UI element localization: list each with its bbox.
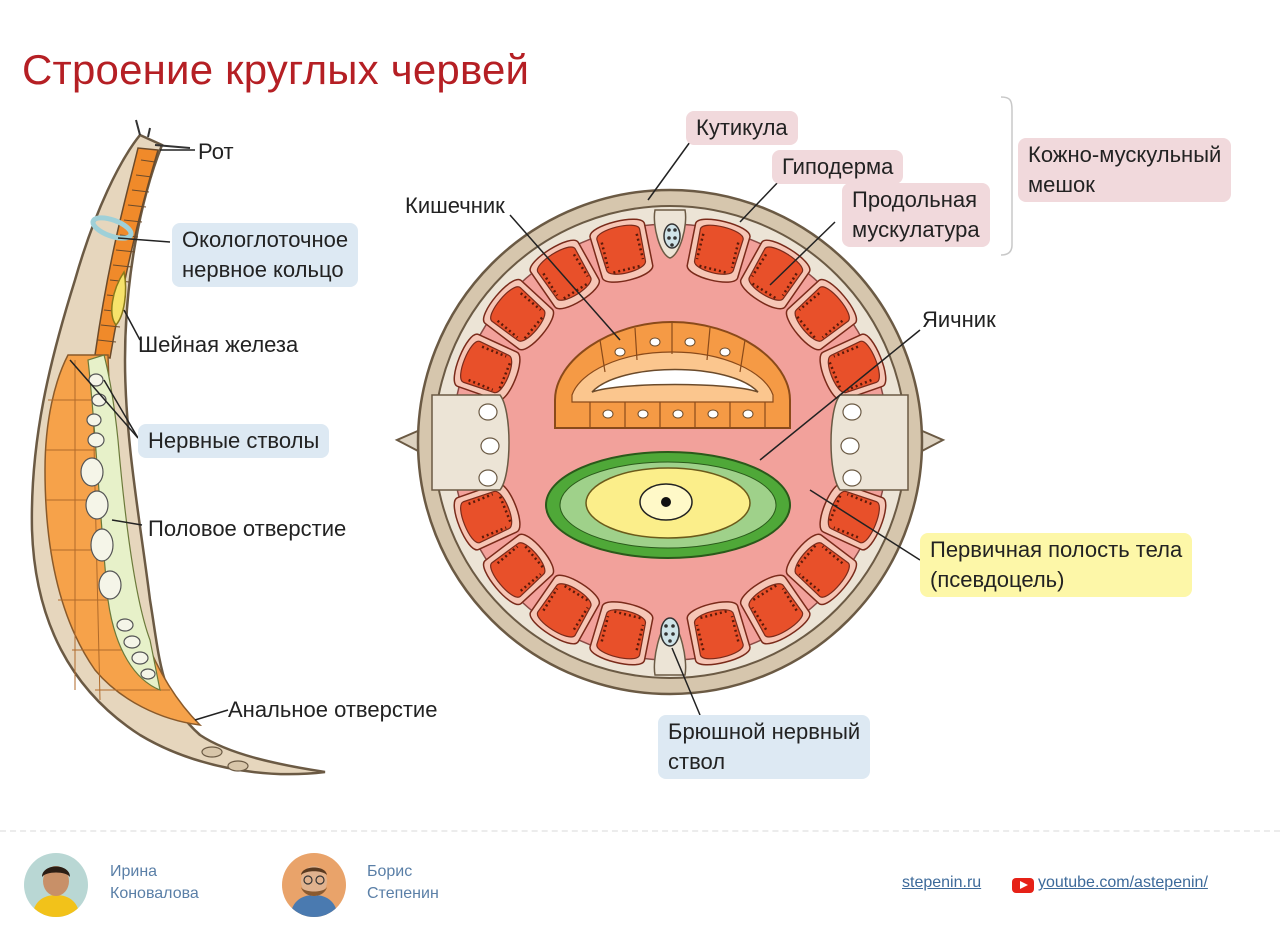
muscle-cell [785, 533, 858, 606]
worm-longitudinal [30, 119, 326, 776]
author-boris: Борис Степенин [367, 861, 439, 905]
label-skin-muscle-sac-line2: мешок [1028, 172, 1095, 197]
label-genital-opening: Половое отверстие [148, 516, 347, 541]
label-skin-muscle-sac: Кожно-мускульный мешок [1018, 138, 1232, 202]
muscle-cell [740, 239, 811, 310]
ovary [545, 451, 791, 559]
author-boris-last: Степенин [367, 885, 439, 902]
label-neck-gland: Шейная железа [138, 332, 299, 357]
muscle-cell [686, 601, 751, 666]
label-anal-opening: Анальное отверстие [228, 697, 438, 722]
footer-divider [0, 830, 1280, 832]
label-nerve-ring: Окологлоточное нервное кольцо [172, 223, 359, 287]
label-ventral-nerve-line2: ствол [668, 749, 726, 774]
youtube-icon[interactable] [1012, 878, 1034, 893]
label-body-cavity-line1: Первичная полость тела [930, 537, 1183, 562]
label-nerve-trunks: Нервные стволы [138, 424, 330, 458]
label-ventral-nerve-line1: Брюшной нервный [668, 719, 861, 744]
avatar-boris [282, 853, 346, 917]
label-ovary: Яичник [922, 307, 996, 332]
label-longitudinal-muscle: Продольная мускулатура [842, 183, 990, 247]
label-cuticle: Кутикула [686, 111, 798, 145]
label-body-cavity-line2: (псевдоцель) [930, 567, 1065, 592]
label-longitudinal-muscle-line2: мускулатура [852, 217, 980, 242]
worm-cross-section [394, 96, 1013, 716]
label-mouth: Рот [198, 139, 234, 164]
muscle-cell [453, 483, 521, 551]
label-ventral-nerve: Брюшной нервный ствол [658, 715, 871, 779]
site-link[interactable]: stepenin.ru [902, 874, 982, 891]
muscle-cell [589, 218, 654, 283]
muscle-cell [785, 278, 858, 351]
muscle-cell [482, 278, 555, 351]
muscle-cell [686, 218, 751, 283]
youtube-link[interactable]: youtube.com/astepenin/ [1038, 874, 1208, 891]
author-irina-last: Коновалова [110, 885, 199, 902]
author-irina-first: Ирина [110, 863, 158, 880]
label-longitudinal-muscle-line1: Продольная [852, 187, 977, 212]
dorsal-nerve [653, 209, 687, 259]
muscle-cell [529, 574, 600, 645]
muscle-cells [453, 218, 887, 666]
author-irina: Ирина Коновалова [110, 861, 199, 905]
label-intestine: Кишечник [405, 193, 505, 218]
label-skin-muscle-sac-line1: Кожно-мускульный [1028, 142, 1222, 167]
label-body-cavity: Первичная полость тела (псевдоцель) [920, 533, 1193, 597]
avatar-irina [24, 853, 88, 917]
label-nerve-ring-line1: Окологлоточное [182, 227, 349, 252]
muscle-cell [740, 574, 811, 645]
intestine [554, 320, 791, 429]
muscle-cell [482, 533, 555, 606]
label-nerve-ring-line2: нервное кольцо [182, 257, 344, 282]
author-boris-first: Борис [367, 863, 413, 880]
page-title: Строение круглых червей [22, 46, 530, 93]
muscle-cell [589, 601, 654, 666]
muscle-cell [819, 333, 887, 401]
label-hypodermis: Гиподерма [772, 150, 904, 184]
muscle-cell [453, 333, 521, 401]
